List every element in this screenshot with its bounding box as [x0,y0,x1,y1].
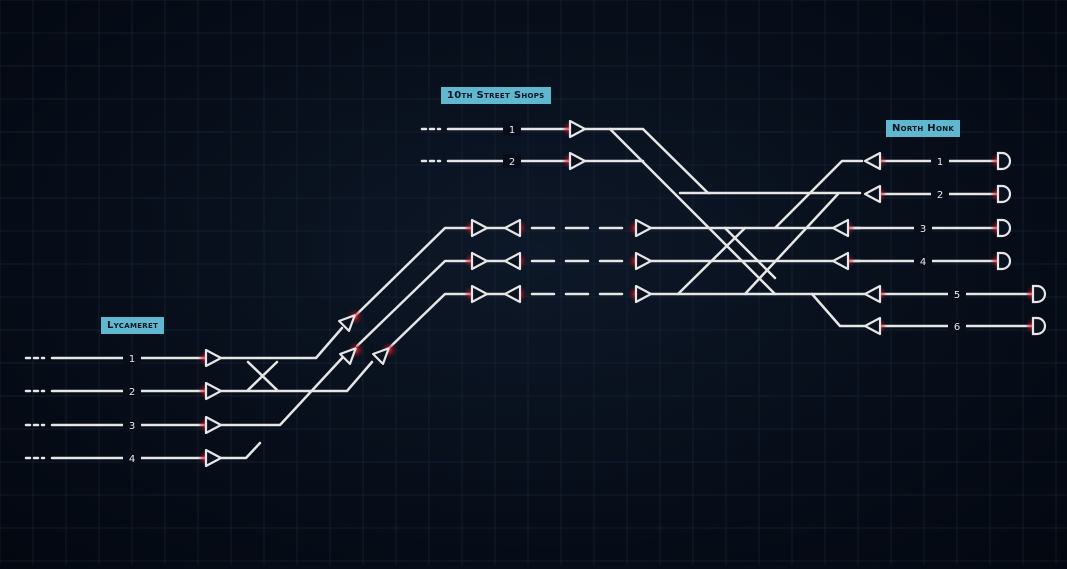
north-honk-track-number-1: 1 [937,157,943,168]
track-number-bg [123,384,141,398]
signal-angled-icon [372,347,390,365]
signal-left-icon [831,251,850,271]
signal-right-icon [204,348,223,368]
signal-triangle [372,347,390,365]
station-label-north-honk: North Honk [886,120,961,137]
lycameret-track-number-2: 2 [129,387,135,398]
lycameret-track-number-1: 1 [129,354,135,365]
signal-right-icon [204,448,223,468]
signal-right-icon [634,251,653,271]
10th-street-route-1 [583,127,862,195]
north-honk-track-number-5: 5 [954,290,960,301]
signal-angled-icon [338,314,356,332]
track-number-bg [503,154,521,168]
track-number-bg [123,418,141,432]
lycameret-route-2 [219,360,374,393]
cross-diag-2 [743,192,840,296]
signal-left-icon [863,151,882,171]
lycameret-route-1 [219,326,344,360]
buffer-stop-icon [996,218,1012,238]
north-honk-track-number-2: 2 [937,190,943,201]
signal-angled-icon [339,347,357,365]
signal-right-icon [634,284,653,304]
track-number-bg [948,287,966,301]
north-honk-track-number-6: 6 [954,322,960,333]
signal-left-icon [863,284,882,304]
ramp-middle [355,259,472,348]
station-label-10th-street-shops: 10th Street Shops [441,87,551,104]
buffer-stop-icon [996,184,1012,204]
lycameret-route-4 [219,441,262,460]
lycameret-crossover-b [246,360,279,392]
10th-street-diagonal [608,127,777,296]
ramp-upper [353,226,472,318]
signal-right-icon [470,284,489,304]
signal-left-icon [863,184,882,204]
track-number-bg [948,319,966,333]
north-honk-track-number-4: 4 [920,257,926,268]
track-numbers: 1 2 3 4 1 2 1 2 3 4 5 6 [123,122,966,465]
lycameret-route-3 [219,354,346,427]
ramp-lower [385,292,472,352]
cross-diag-1 [676,226,747,296]
signal-triangle [339,347,357,365]
signal-left-icon [831,218,850,238]
buffer-stop-icon [996,151,1012,171]
lycameret-track-number-3: 3 [129,421,135,432]
track-number-bg [123,351,141,365]
track-number-bg [914,254,932,268]
cross-diag-3 [723,226,777,280]
lycameret-track-number-4: 4 [129,454,135,465]
signal-right-icon [568,119,587,139]
track-number-bg [931,154,949,168]
track-number-bg [503,122,521,136]
signal-right-icon [470,251,489,271]
station-label-lycameret: Lycameret [101,317,165,334]
buffer-stop-icon [1031,284,1047,304]
signal-left-icon [863,316,882,336]
track-number-bg [914,221,932,235]
honk-route-1 [773,159,864,230]
signal-right-icon [204,381,223,401]
buffer-stop-icon [996,251,1012,271]
10th-street-track-number-1: 1 [509,125,515,136]
track-number-bg [123,451,141,465]
signal-right-icon [470,218,489,238]
track-number-bg [931,187,949,201]
10th-street-track-number-2: 2 [509,157,515,168]
signal-right-icon [634,218,653,238]
north-honk-track-number-3: 3 [920,224,926,235]
signal-triangle [338,314,356,332]
signal-left-icon [503,284,522,304]
buffer-stop-icon [1031,316,1047,336]
signal-left-icon [503,218,522,238]
signal-right-icon [568,151,587,171]
signal-left-icon [503,251,522,271]
signal-right-icon [204,415,223,435]
honk-route-6 [810,292,867,328]
signals [198,119,1047,468]
